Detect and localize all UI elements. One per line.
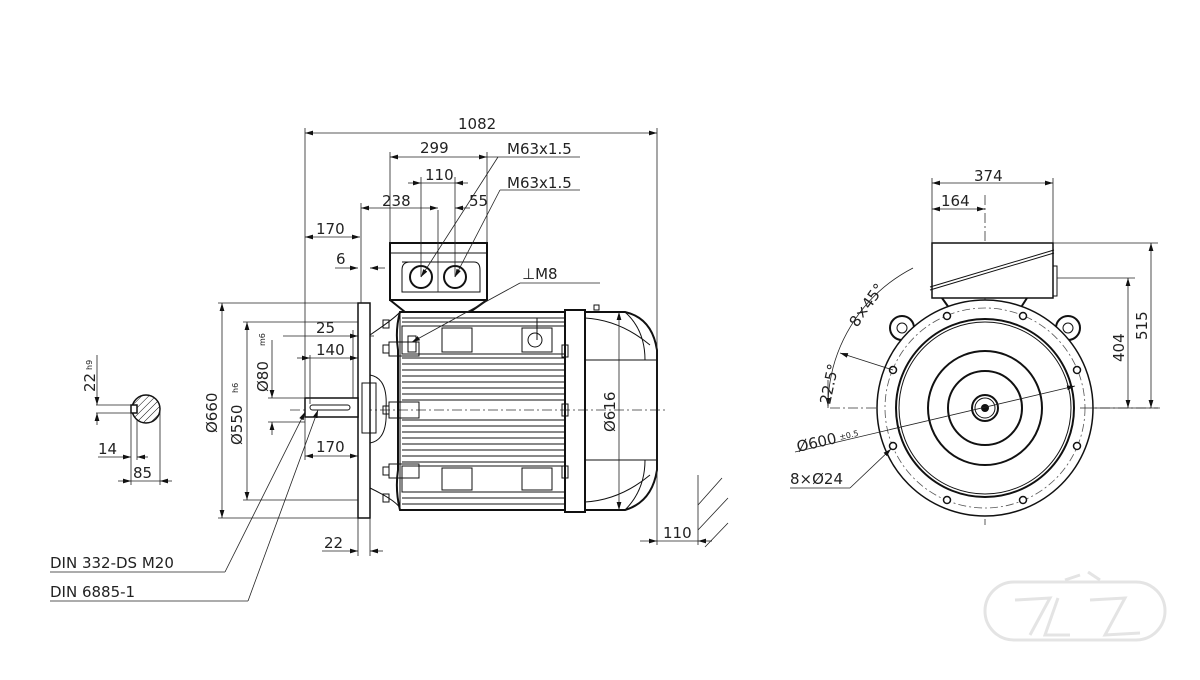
dim-shaft-spigot: 25 <box>316 319 335 337</box>
dim-flange-to-box: 170 <box>316 220 345 238</box>
dim-shaft-length: 170 <box>316 438 345 456</box>
endshield-ring <box>927 350 1043 466</box>
dim-flange-diameter: Ø660 <box>203 393 221 433</box>
dim-shaft-key-length: 140 <box>316 341 345 359</box>
terminal-box-adapter <box>389 299 488 313</box>
fan-cover-ribs <box>584 311 657 511</box>
spigot-outer <box>895 318 1075 498</box>
dim-flange-thickness: 22 <box>324 534 343 552</box>
gland-plate <box>401 261 481 293</box>
dim-spigot-diameter: Ø550 <box>228 405 246 445</box>
motor-body <box>395 311 566 511</box>
dim-holes: 8×Ø24 <box>790 470 843 488</box>
wall-hatch <box>697 477 729 548</box>
key-tolerance: h9 <box>85 360 94 370</box>
dim-key-width: 22 <box>81 373 99 392</box>
dim-gland-spacing: 110 <box>425 166 454 184</box>
label-cable-gland-1: M63x1.5 <box>507 140 572 158</box>
bolt-circle-tolerance: ±0.5 <box>838 429 859 442</box>
dim-hole-pitch-angle: 8×45° <box>846 280 889 330</box>
dim-shaft-height: 85 <box>133 464 152 482</box>
dim-terminal-box-width: 299 <box>420 139 449 157</box>
dim-bolt-circle: Ø600 <box>795 429 838 456</box>
company-logo-watermark <box>983 570 1167 642</box>
terminal-box-end <box>931 242 1054 299</box>
dim-box-height-lower: 404 <box>1110 333 1128 362</box>
dim-shaft-diameter: Ø80 <box>254 361 272 392</box>
shaft <box>304 397 359 418</box>
dim-box-width: 374 <box>974 167 1003 185</box>
label-earth-thread: ⊥M8 <box>522 265 558 283</box>
bearing-hub <box>369 374 387 444</box>
dim-fan-clearance: 110 <box>663 524 692 542</box>
side-view <box>290 210 665 519</box>
dim-gland-offset: 55 <box>469 192 488 210</box>
tie-bolts <box>382 319 569 503</box>
shaft-section: 22 h9 14 85 <box>81 355 172 485</box>
label-cable-gland-2: M63x1.5 <box>507 174 572 192</box>
flange-holes <box>888 311 1082 505</box>
fan-cover-screw <box>593 304 600 311</box>
center-hole <box>981 404 989 412</box>
dim-hole-start-angle: 22.5° <box>816 362 842 406</box>
dim-fan-cover-diameter: Ø616 <box>601 392 619 432</box>
key <box>130 404 138 414</box>
feet-pads <box>401 318 566 493</box>
dim-box-center-offset: 164 <box>941 192 970 210</box>
bearing-cover <box>947 370 1023 446</box>
cooling-fins <box>402 317 565 505</box>
shaft-tolerance: m6 <box>258 333 267 346</box>
flange <box>357 302 371 519</box>
angle-arc <box>827 267 914 409</box>
dim-box-offset: 238 <box>382 192 411 210</box>
dim-key-depth: 14 <box>98 440 117 458</box>
keyway <box>309 404 351 411</box>
box-lid-seam <box>929 249 1055 291</box>
end-view <box>830 195 1160 525</box>
shaft-end <box>971 394 999 422</box>
label-key-spec: DIN 6885-1 <box>50 583 135 601</box>
hub-collar <box>361 382 377 434</box>
dim-box-height-upper: 515 <box>1133 311 1151 340</box>
fan-cover-ring <box>564 309 586 513</box>
dim-overall-length: 1082 <box>458 115 496 133</box>
endshield <box>369 310 401 510</box>
label-center-hole: DIN 332-DS M20 <box>50 554 174 572</box>
terminal-box <box>389 242 488 301</box>
side-dimensions: 1082 299 110 238 55 170 6 Ø660 Ø550 h6 Ø… <box>50 115 729 602</box>
spigot-tolerance: h6 <box>231 383 240 393</box>
dim-flange-step: 6 <box>336 250 346 268</box>
